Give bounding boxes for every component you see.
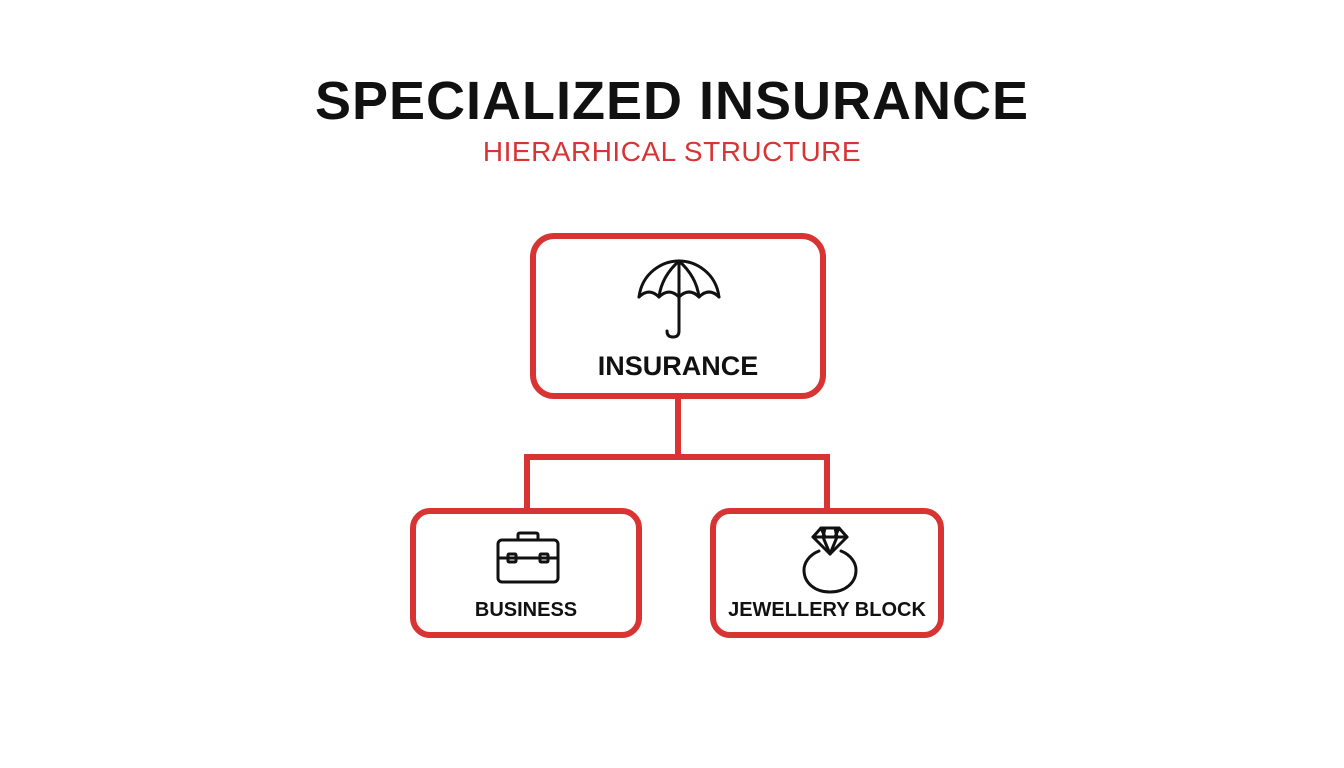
briefcase-icon <box>496 531 560 584</box>
node-insurance: INSURANCE <box>530 233 826 399</box>
diagram-title: SPECIALIZED INSURANCE <box>314 71 1030 131</box>
umbrella-icon <box>637 259 721 339</box>
node-business-label: BUSINESS <box>474 599 578 621</box>
node-jewellery-block-label: JEWELLERY BLOCK <box>728 599 926 621</box>
diamond-ring-icon <box>802 526 858 594</box>
node-business: BUSINESS <box>410 508 642 638</box>
node-jewellery-block: JEWELLERY BLOCK <box>710 508 944 638</box>
node-insurance-label: INSURANCE <box>597 351 759 381</box>
diagram-subtitle: HIERARHICAL STRUCTURE <box>482 136 862 167</box>
